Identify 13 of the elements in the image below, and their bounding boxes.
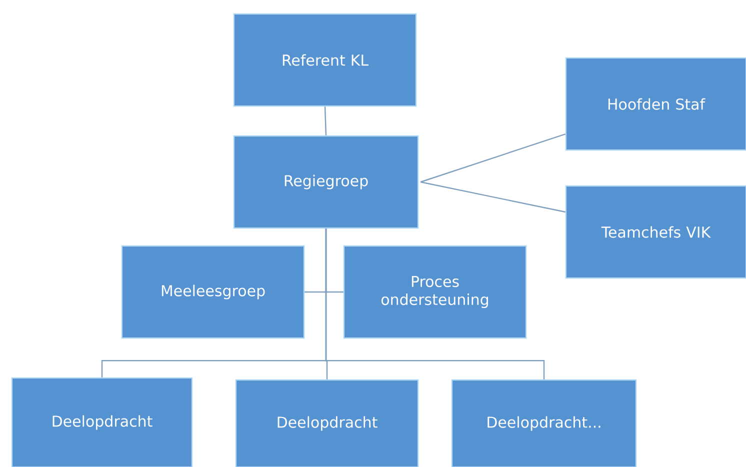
org-box: Proces ondersteuning: [343, 245, 527, 339]
connector-line: [420, 133, 566, 183]
connector-line: [420, 181, 566, 213]
org-box: Regiegroep: [233, 135, 419, 229]
connector-line: [324, 106, 327, 136]
org-box: Deelopdracht...: [451, 379, 637, 467]
org-box: Referent KL: [233, 13, 417, 107]
org-box: Hoofden Staf: [565, 57, 746, 151]
org-box: Deelopdracht: [235, 379, 419, 467]
org-box: Teamchefs VIK: [565, 185, 746, 279]
connector-line: [325, 228, 545, 380]
org-box: Deelopdracht: [11, 377, 193, 467]
org-box: Meeleesgroep: [121, 245, 305, 339]
